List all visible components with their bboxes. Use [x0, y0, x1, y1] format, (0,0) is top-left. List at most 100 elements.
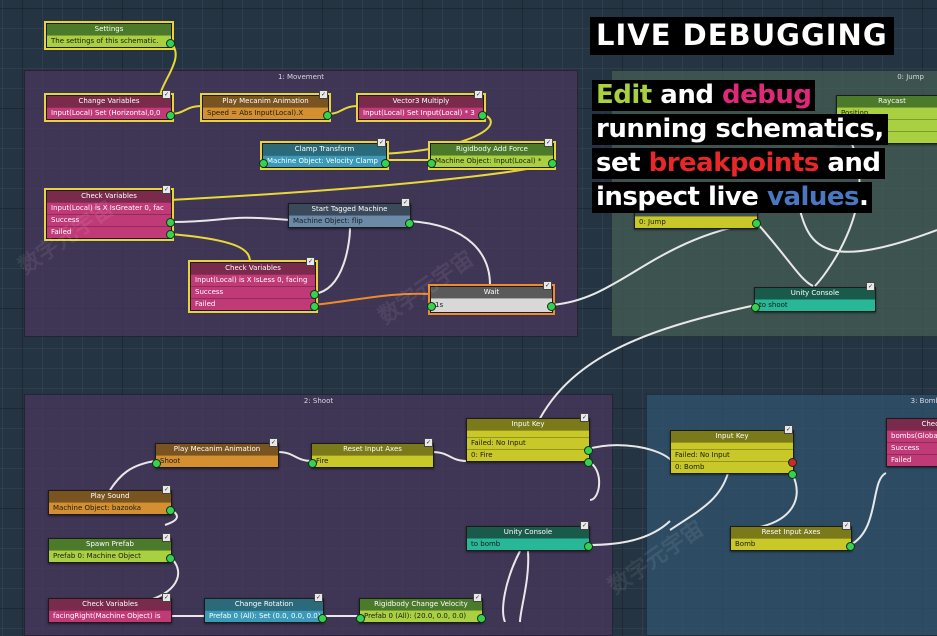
enabled-checkbox[interactable]: ✓ — [162, 485, 171, 494]
enabled-checkbox[interactable]: ✓ — [162, 593, 171, 602]
node-row: Success — [47, 214, 171, 226]
enabled-checkbox[interactable]: ✓ — [866, 282, 875, 291]
reset-input-axes-node[interactable]: Reset Input Axes ✓ Fire — [308, 438, 434, 468]
enabled-checkbox[interactable]: ✓ — [401, 198, 410, 207]
input-pin[interactable] — [259, 159, 268, 168]
output-pin[interactable] — [752, 219, 761, 228]
output-pin[interactable] — [584, 542, 593, 551]
enabled-checkbox[interactable]: ✓ — [269, 438, 278, 447]
node-row: 0: Jump — [635, 216, 757, 228]
input-key-node[interactable]: Input Key ✓ Failed: No Input 0: Bomb — [670, 425, 797, 479]
enabled-checkbox[interactable]: ✓ — [842, 521, 851, 530]
output-pin[interactable] — [547, 302, 556, 311]
output-pin[interactable] — [381, 159, 390, 168]
node-title: Vector3 Multiply — [359, 96, 483, 107]
spawn-prefab-node[interactable]: Spawn Prefab ✓ Prefab 0: Machine Object — [48, 533, 175, 563]
output-pin[interactable] — [166, 218, 175, 227]
change-variables-node[interactable]: Change Variables ✓ Input(Local) Set (Hor… — [44, 90, 175, 122]
enabled-checkbox[interactable]: ✓ — [162, 90, 171, 99]
node-row: Prefab 0 (All): Set (0.0, 0.0, 0.0) — [205, 610, 323, 622]
check-variables-node[interactable]: Check Variables ✓ Input(Local) is X IsGr… — [44, 185, 175, 241]
vector3-multiply-node[interactable]: Vector3 Multiply ✓ Input(Local) Set Inpu… — [356, 90, 487, 122]
change-rotation-node[interactable]: Change Rotation ✓ Prefab 0 (All): Set (0… — [204, 593, 327, 623]
play-mecanim-animation-node[interactable]: Play Mecanim Animation ✓ Shoot — [152, 438, 279, 468]
output-pin[interactable] — [310, 302, 319, 311]
enabled-checkbox[interactable]: ✓ — [162, 533, 171, 542]
output-pin[interactable] — [166, 554, 175, 563]
enabled-checkbox[interactable]: ✓ — [474, 90, 483, 99]
output-pin[interactable] — [788, 470, 797, 479]
enabled-checkbox[interactable]: ✓ — [306, 257, 315, 266]
rigidbody-add-force-node[interactable]: Rigidbody Add Force ✓ Machine Object: In… — [427, 138, 557, 170]
input-pin[interactable] — [427, 302, 436, 311]
node-title: Raycast — [837, 96, 937, 107]
node-row: The settings of this schematic. — [47, 35, 171, 47]
output-pin[interactable] — [166, 230, 175, 239]
node-row: Prefab 0: Machine Object — [49, 550, 171, 562]
play-mecanim-animation-node[interactable]: Play Mecanim Animation ✓ Speed = Abs Inp… — [200, 90, 332, 122]
node-row: to bomb — [467, 538, 589, 550]
node-title: Reset Input Axes — [731, 527, 851, 538]
enabled-checkbox[interactable]: ✓ — [314, 593, 323, 602]
wait-node[interactable]: Wait ✓ 1s — [427, 281, 556, 315]
input-pin[interactable] — [751, 303, 760, 312]
unity-console-node[interactable]: Unity Console ✓ to shoot — [751, 282, 876, 312]
promo-line: set breakpoints and — [592, 148, 885, 179]
output-pin[interactable] — [405, 219, 414, 228]
enabled-checkbox[interactable]: ✓ — [319, 90, 328, 99]
enabled-checkbox[interactable]: ✓ — [784, 425, 793, 434]
input-key-node[interactable]: Input Key ✓ Failed: No Input 0: Fire — [466, 413, 593, 467]
enabled-checkbox[interactable]: ✓ — [580, 521, 589, 530]
promo-text: Edit and debug running schematics, set b… — [592, 80, 888, 216]
node-row: Machine Object: Velocity Clamp — [263, 155, 386, 167]
node-title: Spawn Prefab — [49, 539, 171, 550]
output-pin[interactable] — [584, 458, 593, 467]
enabled-checkbox[interactable]: ✓ — [543, 281, 552, 290]
rigidbody-change-velocity-node[interactable]: Rigidbody Change Velocity ✓ Prefab 0 (Al… — [356, 593, 486, 623]
node-row: Input(Local) is X IsLess 0, facing — [191, 274, 315, 286]
enabled-checkbox[interactable]: ✓ — [424, 438, 433, 447]
node-title: Check Variables — [191, 263, 315, 274]
node-title: Settings — [47, 24, 171, 35]
clamp-transform-node[interactable]: Clamp Transform ✓ Machine Object: Veloci… — [259, 138, 390, 170]
output-pin[interactable] — [478, 111, 487, 120]
input-pin[interactable] — [427, 159, 436, 168]
input-pin[interactable] — [152, 459, 161, 468]
output-pin[interactable] — [166, 39, 175, 48]
output-pin[interactable] — [548, 159, 557, 168]
output-pin[interactable] — [166, 506, 175, 515]
promo-title: LIVE DEBUGGING — [590, 17, 894, 55]
output-pin[interactable] — [846, 542, 855, 551]
input-pin[interactable] — [308, 459, 317, 468]
start-tagged-machine-node[interactable]: Start Tagged Machine ✓ Machine Object: f… — [288, 198, 414, 228]
check-variables-node[interactable]: Check Variables ✓ facingRight(Machine Ob… — [48, 593, 172, 623]
node-row: Failed: No Input — [467, 437, 589, 449]
enabled-checkbox[interactable]: ✓ — [580, 413, 589, 422]
node-row: Bomb — [731, 538, 851, 550]
promo-word: and — [651, 80, 722, 110]
node-title: Play Mecanim Animation — [156, 444, 278, 455]
node-title: Change Variables — [47, 96, 171, 107]
output-pin[interactable] — [310, 290, 319, 299]
group-title: 3: Bomb — [910, 397, 937, 405]
node-row: bombs(Global) — [887, 430, 937, 442]
output-pin[interactable] — [166, 111, 175, 120]
node-title: Check — [887, 419, 937, 430]
output-pin[interactable] — [584, 446, 593, 455]
settings-node[interactable]: Settings The settings of this schematic. — [44, 21, 175, 50]
enabled-checkbox[interactable]: ✓ — [162, 185, 171, 194]
check-variables-node[interactable]: Check Variables ✓ Input(Local) is X IsLe… — [188, 257, 319, 313]
output-pin-breakpoint[interactable] — [788, 458, 797, 467]
promo-word: and — [818, 148, 881, 178]
reset-input-axes-node[interactable]: Reset Input Axes ✓ Bomb — [730, 521, 855, 551]
enabled-checkbox[interactable]: ✓ — [473, 593, 482, 602]
node-row: Failed: No Input — [671, 449, 793, 461]
output-pin[interactable] — [323, 111, 332, 120]
node-title: Wait — [431, 287, 552, 298]
enabled-checkbox[interactable]: ✓ — [544, 138, 553, 147]
enabled-checkbox[interactable]: ✓ — [377, 138, 386, 147]
unity-console-node[interactable]: Unity Console ✓ to bomb — [466, 521, 593, 551]
node-row: 0: Fire — [467, 449, 589, 461]
check-node[interactable]: Check bombs(Global) Success Failed — [886, 418, 937, 467]
play-sound-node[interactable]: Play Sound ✓ Machine Object: bazooka — [48, 485, 175, 515]
